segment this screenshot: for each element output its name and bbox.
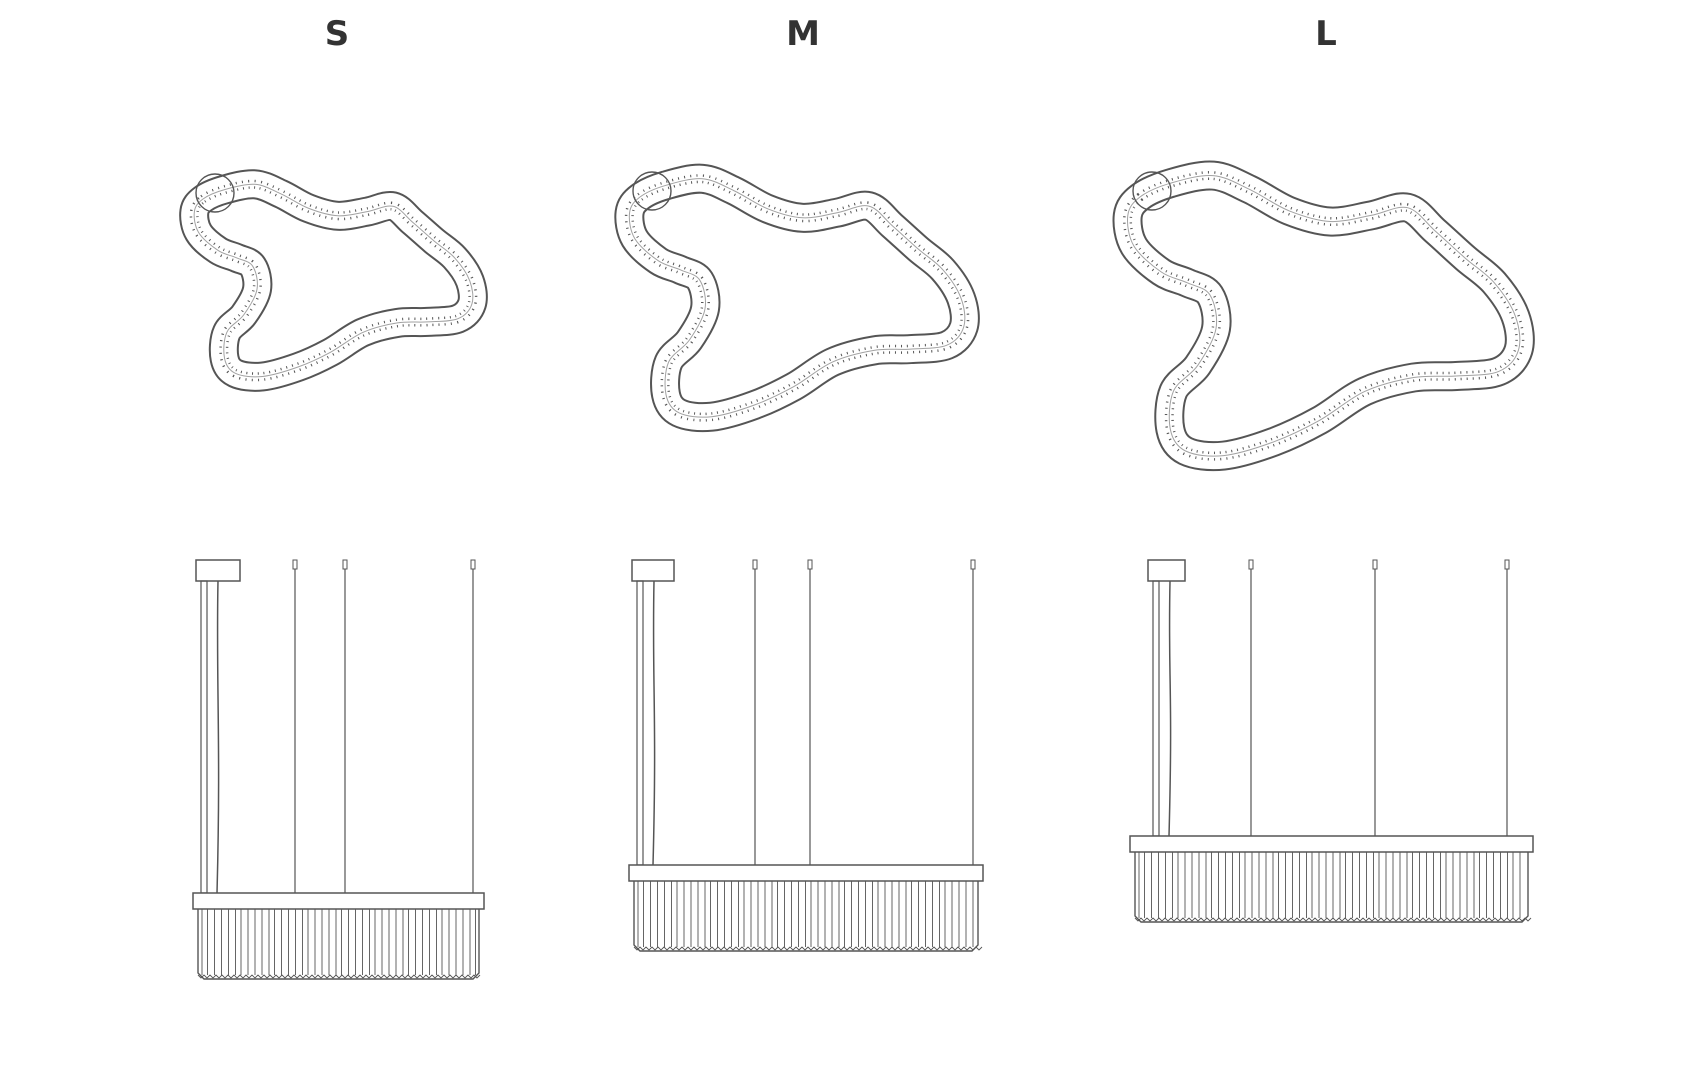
size-label-l: L [1315, 14, 1337, 54]
fixture-frame-l [1129, 835, 1534, 853]
wire-anchor-m [752, 559, 758, 570]
support-tube-l [1152, 580, 1160, 837]
wire-anchor-m [807, 559, 813, 570]
top-view-m [614, 163, 980, 433]
canopy-m [632, 171, 672, 211]
top-view-s [179, 169, 488, 392]
crystal-prisms-m [637, 881, 974, 947]
ceiling-canopy-m [631, 559, 675, 582]
side-view-s [192, 559, 485, 980]
wire-anchor-s [470, 559, 476, 570]
power-cable-s [216, 580, 220, 894]
support-tube-s [200, 580, 208, 894]
crystal-prisms-s [201, 909, 476, 975]
top-view-l [1112, 160, 1535, 472]
wire-anchor-s [342, 559, 348, 570]
canopy-s [195, 173, 235, 213]
side-view-m [628, 559, 984, 952]
ceiling-canopy-l [1147, 559, 1186, 582]
crystal-fringe-l [1134, 852, 1529, 923]
side-views [192, 559, 1534, 980]
power-cable-l [1168, 580, 1172, 837]
wire-anchor-l [1504, 559, 1510, 570]
power-cable-m [652, 580, 656, 866]
side-view-l [1129, 559, 1534, 923]
wire-anchor-l [1372, 559, 1378, 570]
wire-anchor-m [970, 559, 976, 570]
wire-anchor-s [292, 559, 298, 570]
crystal-fringe-m [633, 881, 979, 952]
wire-anchor-l [1248, 559, 1254, 570]
top-views [179, 160, 1535, 472]
support-tube-m [636, 580, 644, 866]
ceiling-canopy-s [195, 559, 241, 582]
canopy-l [1132, 171, 1172, 211]
fixture-frame-m [628, 864, 984, 882]
fixture-frame-s [192, 892, 485, 910]
crystal-prisms-l [1138, 852, 1521, 918]
crystal-fringe-s [197, 909, 480, 980]
size-label-s: S [324, 14, 350, 54]
size-label-m: M [786, 14, 820, 54]
